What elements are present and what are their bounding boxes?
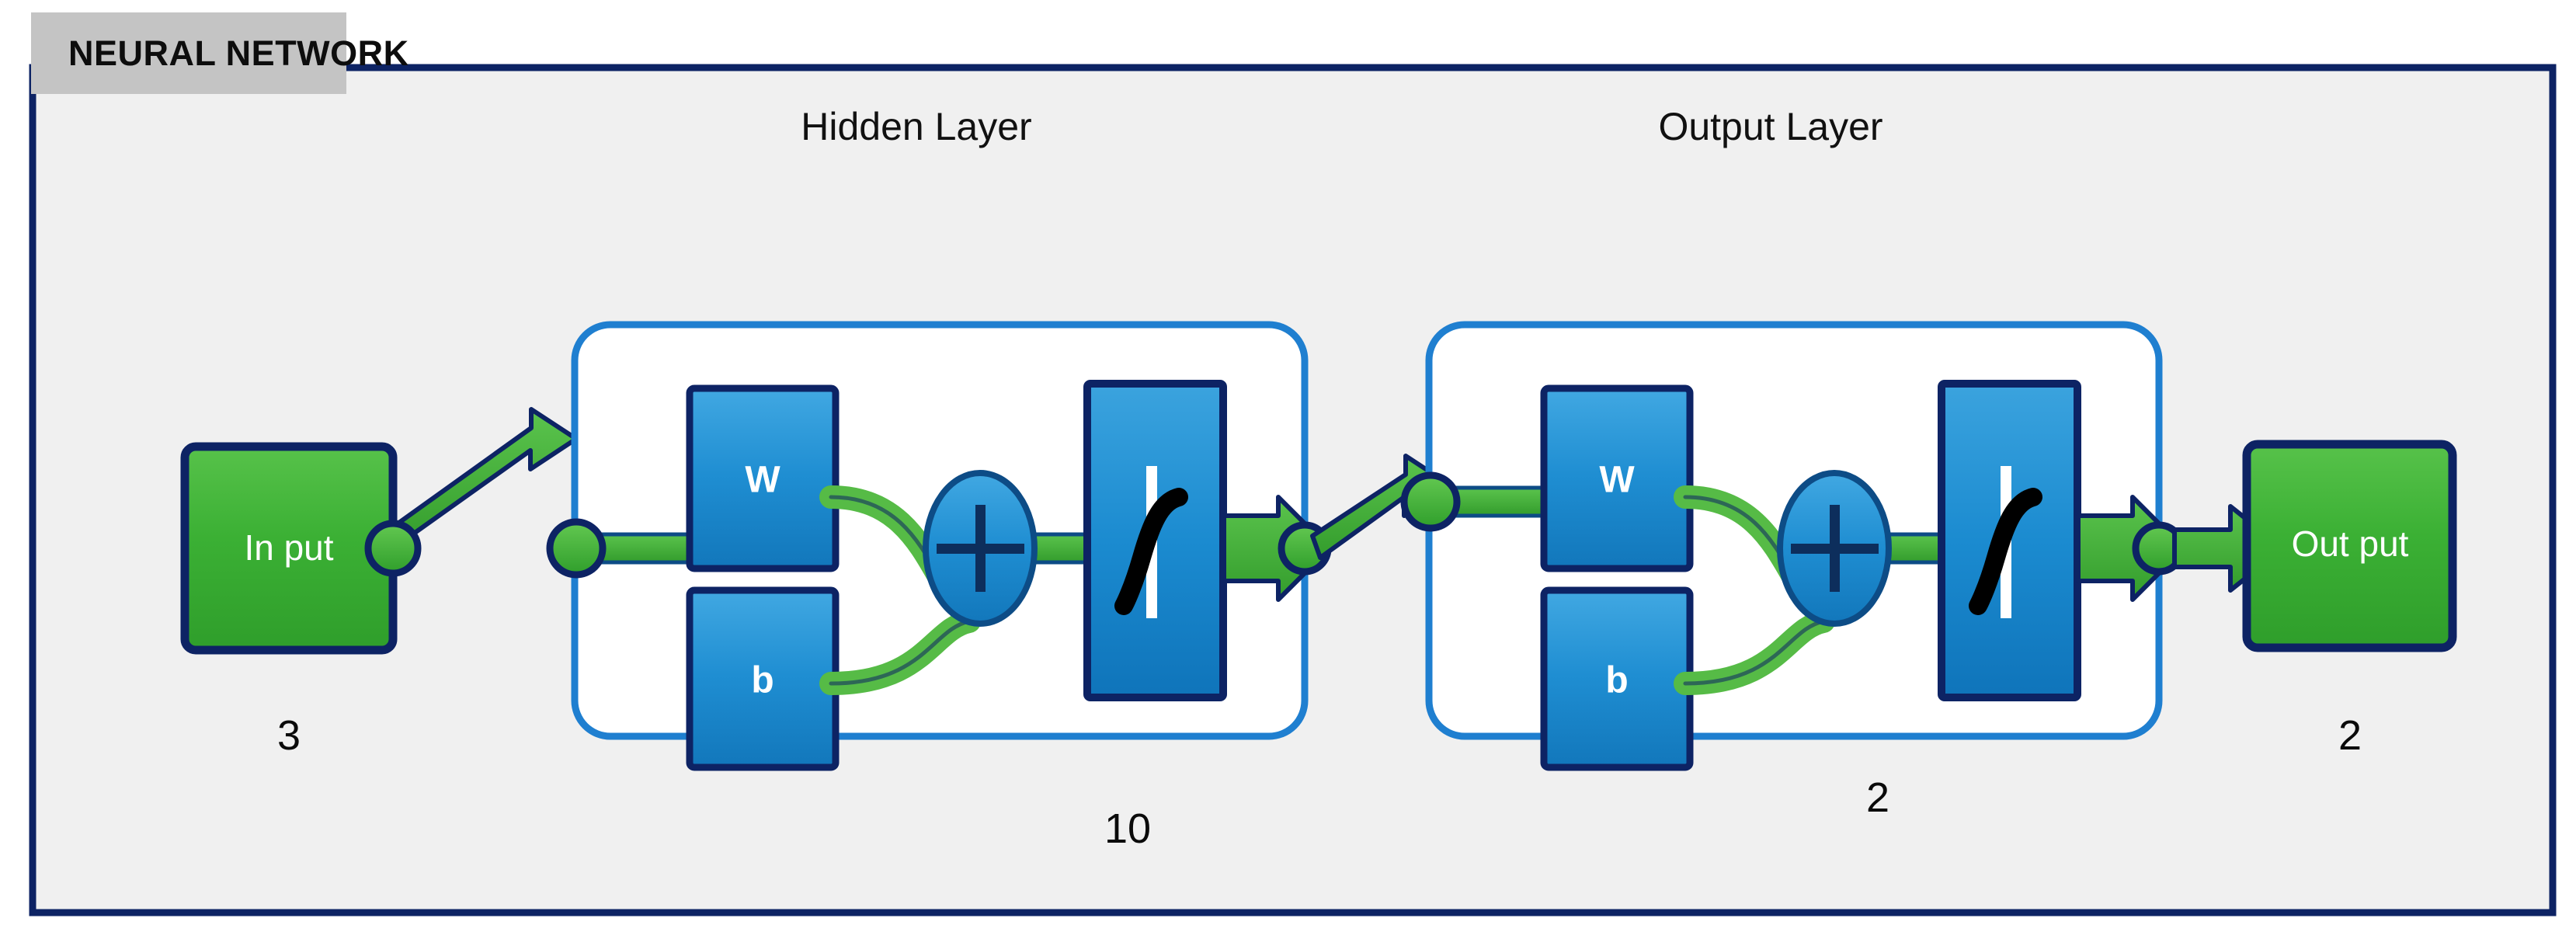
- hidden-bias-label: b: [751, 660, 773, 701]
- hidden-weight-label: W: [745, 460, 780, 501]
- hidden-bias-curve-outline: [829, 619, 972, 686]
- hidden-weight-box[interactable]: [686, 384, 840, 572]
- input-output-node: [364, 520, 422, 577]
- output-box[interactable]: [2242, 440, 2457, 652]
- hidden-layer-title: Hidden Layer: [801, 105, 1031, 148]
- hidden-layer-panel: W b: [571, 321, 1332, 771]
- input-to-hidden-connector: [364, 407, 579, 577]
- output-block[interactable]: Out put: [2242, 440, 2457, 652]
- plus-icon: [937, 505, 1024, 592]
- input-arrow: [384, 407, 579, 551]
- hidden-layer-count: 10: [1104, 805, 1151, 852]
- output-layer-entry-node: [1400, 471, 1461, 532]
- input-block[interactable]: In put: [180, 442, 398, 655]
- plus-icon: [1791, 505, 1879, 592]
- panel-title-chip: NEURAL NETWORK: [31, 12, 408, 94]
- hidden-layer-entry-node: [546, 518, 607, 579]
- output-layer-panel: W b: [1425, 321, 2186, 771]
- output-weight-label: W: [1599, 460, 1635, 501]
- output-label: Out put: [2292, 523, 2409, 564]
- output-layer-count: 2: [1866, 774, 1889, 821]
- panel-border: [29, 64, 2557, 916]
- input-label: In put: [244, 527, 333, 568]
- output-bias-curve-outline: [1683, 619, 1826, 686]
- output-weight-box[interactable]: [1540, 384, 1694, 572]
- output-layer-title: Output Layer: [1658, 105, 1882, 148]
- sigmoid-icon: [1969, 466, 2042, 618]
- output-count: 2: [2338, 712, 2362, 759]
- input-count: 3: [277, 712, 301, 759]
- sigmoid-icon: [1114, 466, 1188, 618]
- panel-title: NEURAL NETWORK: [68, 33, 409, 73]
- output-bias-label: b: [1605, 660, 1628, 701]
